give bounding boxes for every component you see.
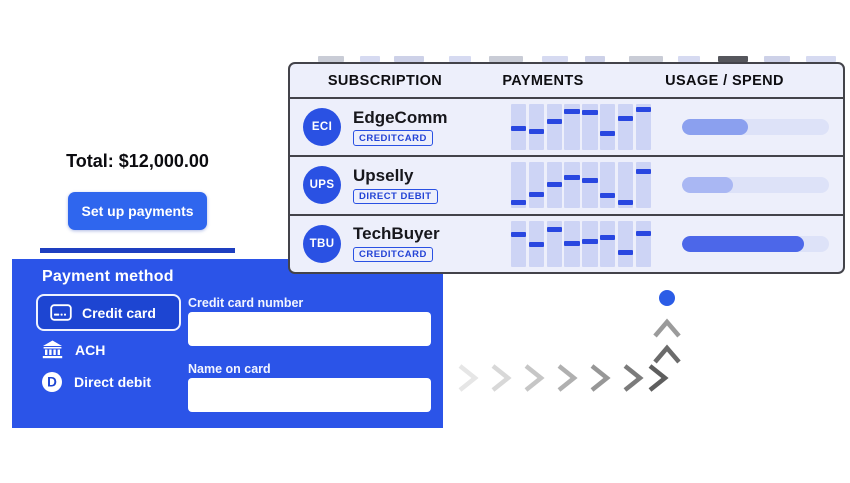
method-option-credit-card[interactable]: Credit card <box>36 294 181 331</box>
chevron-right-icon <box>491 364 512 392</box>
usage-spend-bar <box>681 235 829 252</box>
clipped-bar-fragment <box>394 56 424 62</box>
set-up-payments-button[interactable]: Set up payments <box>68 192 207 230</box>
clipped-bar-fragment <box>629 56 663 62</box>
usage-spend-fill <box>681 177 733 194</box>
table-row[interactable]: TBU TechBuyer CREDITCARD <box>290 213 843 272</box>
mini-chart-bar <box>582 162 598 209</box>
usage-spend-fill <box>681 119 748 136</box>
payment-method-tag: CREDITCARD <box>353 246 433 263</box>
clipped-bar-fragment <box>585 56 605 62</box>
mini-chart-bar <box>546 162 562 209</box>
mini-chart-bar <box>635 162 651 209</box>
mini-chart-bar <box>546 104 562 151</box>
mini-chart-bar <box>635 220 651 267</box>
column-header-usage-spend: USAGE / SPEND <box>665 72 784 89</box>
svg-text:D: D <box>47 375 57 390</box>
chevron-up-icon <box>653 318 681 338</box>
credit-card-icon <box>50 304 72 321</box>
mini-chart-bar <box>528 220 545 267</box>
payment-method-tag: DIRECT DEBIT <box>353 188 438 205</box>
table-header-row: SUBSCRIPTION PAYMENTS USAGE / SPEND <box>290 64 843 97</box>
mini-chart-bar <box>600 104 616 151</box>
clipped-bar-fragment <box>360 56 380 62</box>
table-row[interactable]: UPS Upselly DIRECT DEBIT <box>290 155 843 213</box>
chevron-right-icon <box>590 364 611 392</box>
clipped-bar-fragment <box>449 56 471 62</box>
mini-chart-bar <box>582 104 598 151</box>
clipped-bar-fragment <box>318 56 344 62</box>
clipped-bar-fragment <box>806 56 836 62</box>
table-row[interactable]: ECI EdgeComm CREDITCARD <box>290 97 843 155</box>
panel-accent-bar <box>40 248 235 253</box>
usage-spend-bar <box>681 119 829 136</box>
total-amount-label: Total: $12,000.00 <box>66 151 209 171</box>
method-option-label: Credit card <box>82 304 156 321</box>
mini-chart-bar <box>511 220 527 267</box>
clipped-bar-fragment <box>489 56 523 62</box>
mini-chart-bar <box>511 162 527 209</box>
avatar-badge: ECI <box>303 108 341 147</box>
mini-chart-bar <box>582 220 598 267</box>
mini-chart-bar <box>564 220 580 267</box>
payment-method-panel: Payment method Credit card <box>12 259 443 428</box>
mini-chart-bar <box>528 162 545 209</box>
clipped-bar-fragment <box>718 56 748 62</box>
mini-chart-bar <box>564 104 580 151</box>
flow-arrow-graphic <box>453 290 681 392</box>
avatar-badge: UPS <box>303 166 341 205</box>
subscription-name: TechBuyer <box>353 224 440 244</box>
flow-dot <box>659 290 675 306</box>
mini-chart-bar <box>617 104 634 151</box>
bank-icon <box>42 340 63 359</box>
mini-chart-bar <box>546 220 562 267</box>
mini-chart-bar <box>635 104 651 151</box>
chevron-right-icon <box>623 364 644 392</box>
subscriptions-table: SUBSCRIPTION PAYMENTS USAGE / SPEND ECI … <box>288 62 845 274</box>
chevron-right-icon <box>557 364 578 392</box>
payments-mini-bar-chart <box>511 220 651 267</box>
chevron-up-icon <box>653 344 681 364</box>
clipped-bar-fragment <box>764 56 790 62</box>
clipped-bar-fragment <box>542 56 568 62</box>
subscription-name: EdgeComm <box>353 107 448 127</box>
usage-spend-fill <box>681 235 804 252</box>
name-on-card-input[interactable] <box>188 378 431 412</box>
direct-debit-icon: D <box>42 372 62 392</box>
chevron-right-icon <box>524 364 545 392</box>
avatar-badge: TBU <box>303 224 341 263</box>
mini-chart-bar <box>617 220 634 267</box>
payments-mini-bar-chart <box>511 162 651 209</box>
method-option-label: ACH <box>75 341 106 358</box>
mini-chart-bar <box>600 162 616 209</box>
mini-chart-bar <box>528 104 545 151</box>
column-header-subscription: SUBSCRIPTION <box>327 72 443 89</box>
method-option-direct-debit[interactable]: D Direct debit <box>42 372 151 392</box>
payments-mini-bar-chart <box>511 104 651 151</box>
subscription-name: Upselly <box>353 165 414 185</box>
name-on-card-label: Name on card <box>188 362 271 376</box>
mini-chart-bar <box>617 162 634 209</box>
credit-card-number-input[interactable] <box>188 312 431 346</box>
usage-spend-bar <box>681 177 829 194</box>
mini-chart-bar <box>600 220 616 267</box>
mini-chart-bar <box>511 104 527 151</box>
payment-method-tag: CREDITCARD <box>353 130 433 146</box>
column-header-payments: PAYMENTS <box>502 72 584 89</box>
panel-title: Payment method <box>42 268 174 285</box>
mini-chart-bar <box>564 162 580 209</box>
method-option-ach[interactable]: ACH <box>42 340 105 359</box>
chevron-right-icon <box>648 364 669 392</box>
credit-card-number-label: Credit card number <box>188 296 304 310</box>
chevron-right-icon <box>458 364 479 392</box>
clipped-bar-fragment <box>678 56 700 62</box>
method-option-label: Direct debit <box>74 374 152 390</box>
